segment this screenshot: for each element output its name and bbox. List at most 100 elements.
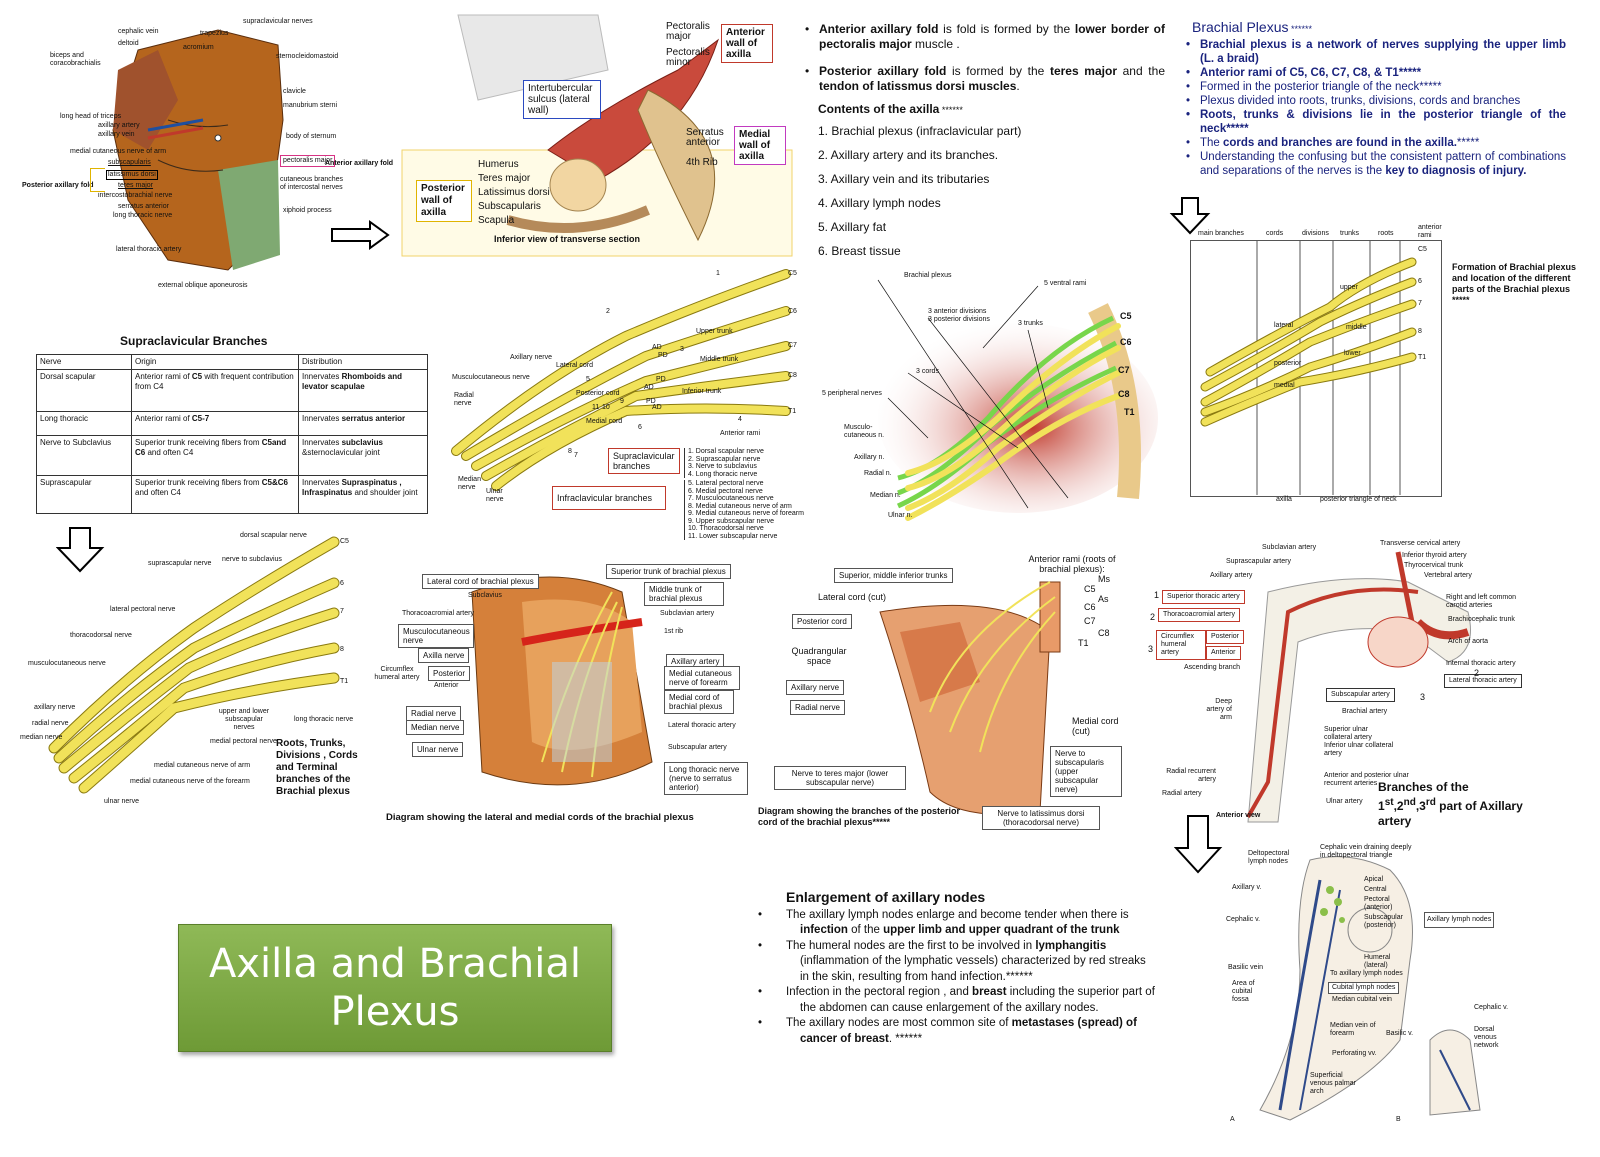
artery-label: Axillary artery — [1210, 572, 1253, 579]
cords-figure: Lateral cord of brachial plexus Subclavi… — [372, 562, 762, 802]
contents-item: 1. Brachial plexus (infraclavicular part… — [818, 124, 1022, 138]
origin-cell: Anterior rami of C5 with frequent contri… — [131, 369, 299, 412]
artery-label: Radial recurrent artery — [1166, 768, 1216, 783]
lymph-figure: Deltopectoral lymph nodes Cephalic vein … — [1220, 840, 1540, 1140]
contents-item: 2. Axillary artery and its branches. — [818, 148, 999, 162]
text-run: metastases (spread) of cancer of breast — [800, 1017, 1137, 1045]
cords-label: Subclavius — [468, 592, 502, 599]
lymph-label: B — [1396, 1116, 1401, 1123]
lymph-label: Cephalic v. — [1226, 916, 1261, 923]
text-run: . — [1016, 79, 1020, 93]
formation-frame — [1190, 240, 1442, 497]
lymph-label: Cephalic vein draining deeply in deltope… — [1320, 844, 1412, 859]
median-nerve-label: Median nerve — [458, 476, 481, 491]
neck-level: T1 — [1124, 407, 1135, 417]
distribution-cell: Innervates subclavius &sternoclavicular … — [298, 435, 428, 476]
muscles-illustration — [112, 29, 284, 271]
formation-illustration — [1200, 240, 1417, 495]
text-run: and shoulder joint — [352, 488, 418, 497]
plexus-number: 4 — [738, 416, 742, 423]
artery-label: Superior ulnar collateral artery — [1324, 726, 1372, 741]
neck-label: Radial n. — [864, 470, 892, 477]
lymph-illustration — [1259, 856, 1481, 1121]
artery-label: Brachiocephalic trunk — [1448, 616, 1515, 623]
muscle-label: long head of triceps — [60, 113, 122, 120]
artery-label: Radial artery — [1162, 790, 1202, 797]
brachial-title-text: Brachial Plexus — [1192, 19, 1289, 35]
anterior-fold-bullet: Anterior axillary fold is fold is formed… — [805, 22, 1165, 52]
text-run: C5 — [191, 372, 203, 381]
anterior-wall-box: Anterior wall of axilla — [721, 24, 773, 63]
branch-label: long thoracic nerve — [294, 716, 354, 723]
cords-label: Subscapular artery — [668, 744, 727, 751]
text-run: Innervates — [302, 438, 342, 447]
supraclavicular-title: Supraclavicular Branches — [120, 334, 268, 348]
serratus-label: Serratus anterior — [686, 127, 724, 148]
pc-label: Nerve to subscapularis (upper subscapula… — [1050, 746, 1122, 797]
anterior-rami-label: Anterior rami — [720, 430, 761, 437]
artery-label: Thyrocervical trunk — [1404, 562, 1464, 569]
infraclavicular-branches-box: Infraclavicular branches — [552, 486, 666, 510]
posterior-cord-caption: Diagram showing the branches of the post… — [758, 806, 961, 827]
cords-label: Lateral cord of brachial plexus — [422, 574, 539, 589]
medial-wall-box: Medial wall of axilla — [734, 126, 786, 165]
pc-label: Quadrangular space — [791, 646, 847, 666]
text-run: Infection in the pectoral region , and — [786, 986, 973, 998]
origin-cell: Superior trunk receiving fibers from C5&… — [131, 475, 299, 514]
subscapularis-label: Subscapularis — [478, 201, 541, 212]
branch-label: nerve to subclavius — [222, 556, 282, 563]
axillary-nerve-label: Axillary nerve — [510, 354, 553, 361]
plexus-number: 10 — [602, 404, 610, 411]
nerve-cell: Suprascapular — [36, 475, 132, 514]
text-run: The axillary nodes are most common site … — [786, 1017, 1012, 1029]
artery-red-box: Lateral thoracic artery — [1444, 674, 1522, 688]
branch-level: 7 — [340, 608, 344, 615]
fourth-rib-label: 4th Rib — [686, 157, 718, 168]
muscle-label: subscapularis — [108, 159, 151, 166]
brachial-bullet: Roots, trunks & divisions lie in the pos… — [1186, 108, 1566, 136]
artery-label: Brachial artery — [1342, 708, 1388, 715]
muscle-label: supraclavicular nerves — [243, 18, 313, 25]
list-item: 2. Suprascapular nerve — [688, 455, 761, 463]
text-run: (inflammation of the lymphatic vessels) … — [800, 955, 1146, 983]
brachial-plexus-text: Brachial Plexus ****** Brachial plexus i… — [1186, 20, 1566, 178]
cord-label: Medial cord — [586, 418, 623, 425]
text-run: with frequent contribution from C4 — [135, 372, 294, 391]
neck-level: C6 — [1120, 337, 1132, 347]
title-box: Axilla and Brachial Plexus — [178, 924, 612, 1052]
text-run: lower border of pectoralis major — [819, 22, 1165, 51]
posterior-triangle-label: posterior triangle of neck — [1320, 496, 1397, 503]
formation-header: cords — [1266, 230, 1284, 237]
list-item: 8. Medial cutaneous nerve of arm — [688, 502, 792, 510]
cords-label: Long thoracic nerve (nerve to serratus a… — [664, 762, 748, 795]
branch-level: T1 — [340, 678, 349, 685]
muscle-label: axillary artery — [98, 122, 140, 129]
latissimus-label: Latissimus dorsi — [478, 187, 550, 198]
brachial-bullet: Anterior rami of C5, C6, C7, C8, & T1***… — [1186, 66, 1566, 80]
artery-caption: Branches of the 1st,2nd,3rd part of Axil… — [1378, 780, 1523, 828]
trunk-label: Upper trunk — [696, 328, 733, 335]
axilla-label: axilla — [1276, 496, 1292, 503]
formation-header: roots — [1378, 230, 1394, 237]
cords-label: Medial cord of brachial plexus — [664, 690, 734, 714]
text-run: The humeral nodes are the first to be in… — [786, 939, 1036, 952]
text-run: is fold is formed by the — [938, 22, 1075, 36]
table-header-row: Nerve Origin Distribution — [36, 354, 428, 370]
division-label: AD — [652, 344, 662, 351]
neck-label: 5 peripheral nerves — [822, 390, 882, 397]
plexus-number: 3 — [680, 346, 684, 353]
muscle-label: deltoid — [118, 40, 139, 47]
branch-label: median nerve — [20, 734, 63, 741]
arrow-down-icon — [1169, 197, 1211, 235]
cords-label: Middle trunk of brachial plexus — [644, 582, 724, 606]
neck-label: Axillary n. — [854, 454, 885, 461]
artery-label: Inferior thyroid artery — [1402, 552, 1467, 559]
trunk-label: middle — [1346, 324, 1367, 331]
text-run: Superior trunk receiving fibers from — [135, 438, 262, 447]
division-label: PD — [646, 398, 656, 405]
level-label: C7 — [788, 342, 797, 349]
artery-number: 2 — [1474, 668, 1480, 678]
text-run: and the — [1116, 64, 1165, 78]
muscle-label: serratus anterior — [118, 203, 169, 210]
neck-label: 3 cords — [916, 368, 939, 375]
